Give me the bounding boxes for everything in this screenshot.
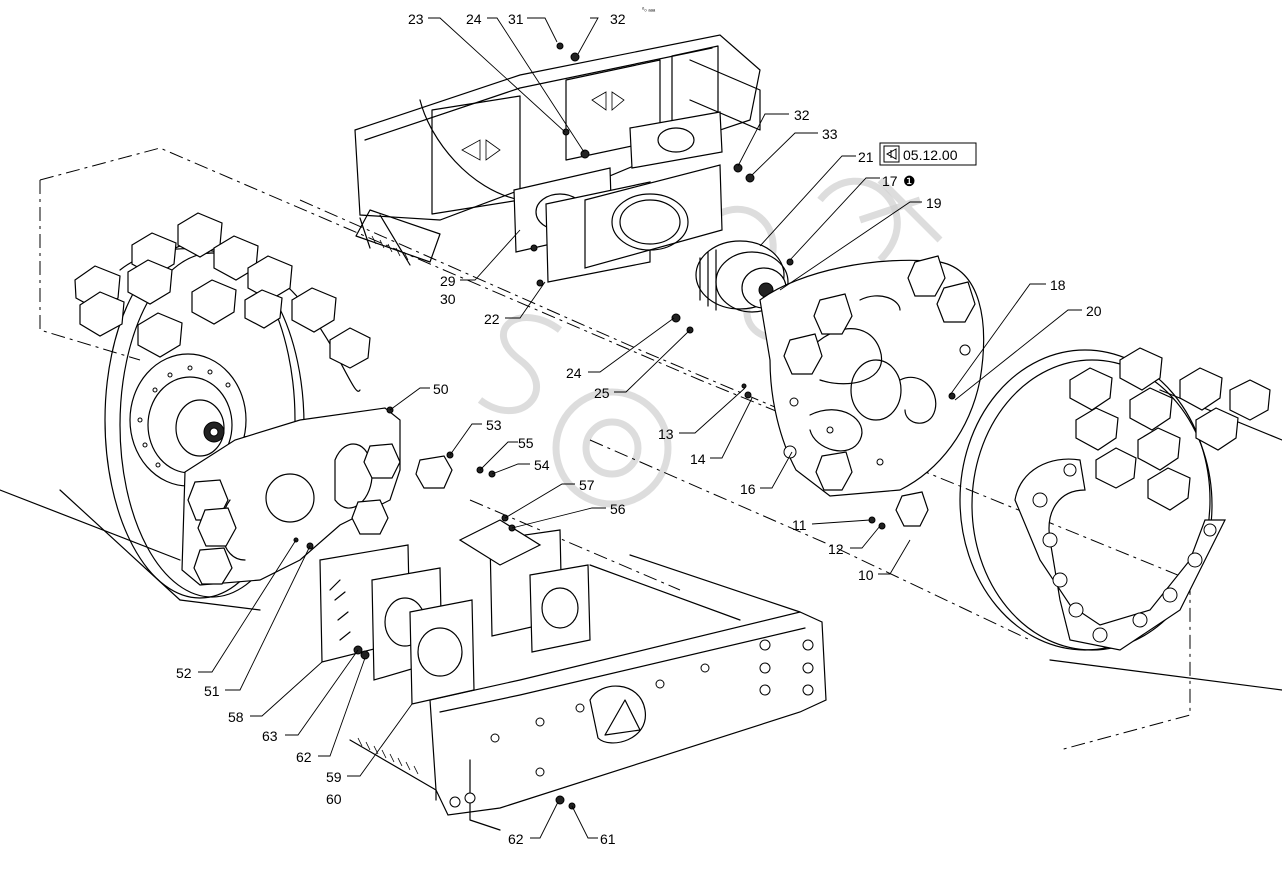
leader-lines <box>198 17 1082 839</box>
part-label-30: 30 <box>440 291 456 307</box>
part-label-59: 59 <box>326 769 342 785</box>
part-label-24b: 24 <box>566 365 582 381</box>
part-label-56: 56 <box>610 501 626 517</box>
rubber-buffers-right <box>783 255 976 527</box>
part-label-32a: 32 <box>610 11 626 27</box>
part-label-19: 19 <box>926 195 942 211</box>
part-label-58: 58 <box>228 709 244 725</box>
part-label-32b: 32 <box>794 107 810 123</box>
part-number-labels: 23 24 31 32 32 33 21 17 19 18 20 29 30 2… <box>176 11 1102 847</box>
part-label-21: 21 <box>858 149 874 165</box>
right-drum-ring-flange <box>1014 458 1226 651</box>
mount-plate-58 <box>319 519 591 705</box>
rubber-buffers-left <box>187 443 453 585</box>
part-label-31: 31 <box>508 11 524 27</box>
part-label-25: 25 <box>594 385 610 401</box>
part-label-12: 12 <box>828 541 844 557</box>
part-label-20: 20 <box>1086 303 1102 319</box>
mount-plate-50 <box>181 407 453 586</box>
bottom-frame-assembly <box>349 554 827 831</box>
part-label-24a: 24 <box>466 11 482 27</box>
part-label-63: 63 <box>262 728 278 744</box>
corner-note: ᵒ₀ ₐₐₐ <box>642 7 656 13</box>
part-label-13: 13 <box>658 426 674 442</box>
part-label-17: 17 <box>882 173 898 189</box>
part-label-60: 60 <box>326 791 342 807</box>
part-label-18: 18 <box>1050 277 1066 293</box>
part-label-54: 54 <box>534 457 550 473</box>
revision-date: 05.12.00 <box>903 147 958 163</box>
pad-feet-left <box>74 212 371 369</box>
bottom-frame-holes <box>449 639 814 808</box>
part-label-62b: 62 <box>508 831 524 847</box>
top-frame-assembly <box>354 34 761 266</box>
part-label-33: 33 <box>822 126 838 142</box>
part-label-57: 57 <box>579 477 595 493</box>
part-label-23: 23 <box>408 11 424 27</box>
pad-feet-right <box>1069 347 1271 511</box>
part-label-55: 55 <box>518 435 534 451</box>
part-label-10: 10 <box>858 567 874 583</box>
part-label-62a: 62 <box>296 749 312 765</box>
note-marker: ❶ <box>903 173 916 189</box>
part-label-14: 14 <box>690 451 706 467</box>
part-label-52: 52 <box>176 665 192 681</box>
drum-flange-plate-16 <box>759 255 985 527</box>
right-pad-foot-drum <box>959 347 1282 691</box>
mount-plate-22 <box>545 111 723 283</box>
part-label-51: 51 <box>204 683 220 699</box>
part-label-50: 50 <box>433 381 449 397</box>
part-label-11: 11 <box>792 517 807 533</box>
part-label-22: 22 <box>484 311 500 327</box>
part-label-61: 61 <box>600 831 616 847</box>
revision-box: 05.12.00 ❶ <box>879 142 977 189</box>
drive-motor-21 <box>695 240 789 313</box>
part-label-53: 53 <box>486 417 502 433</box>
part-label-29: 29 <box>440 273 456 289</box>
part-label-16: 16 <box>740 481 756 497</box>
